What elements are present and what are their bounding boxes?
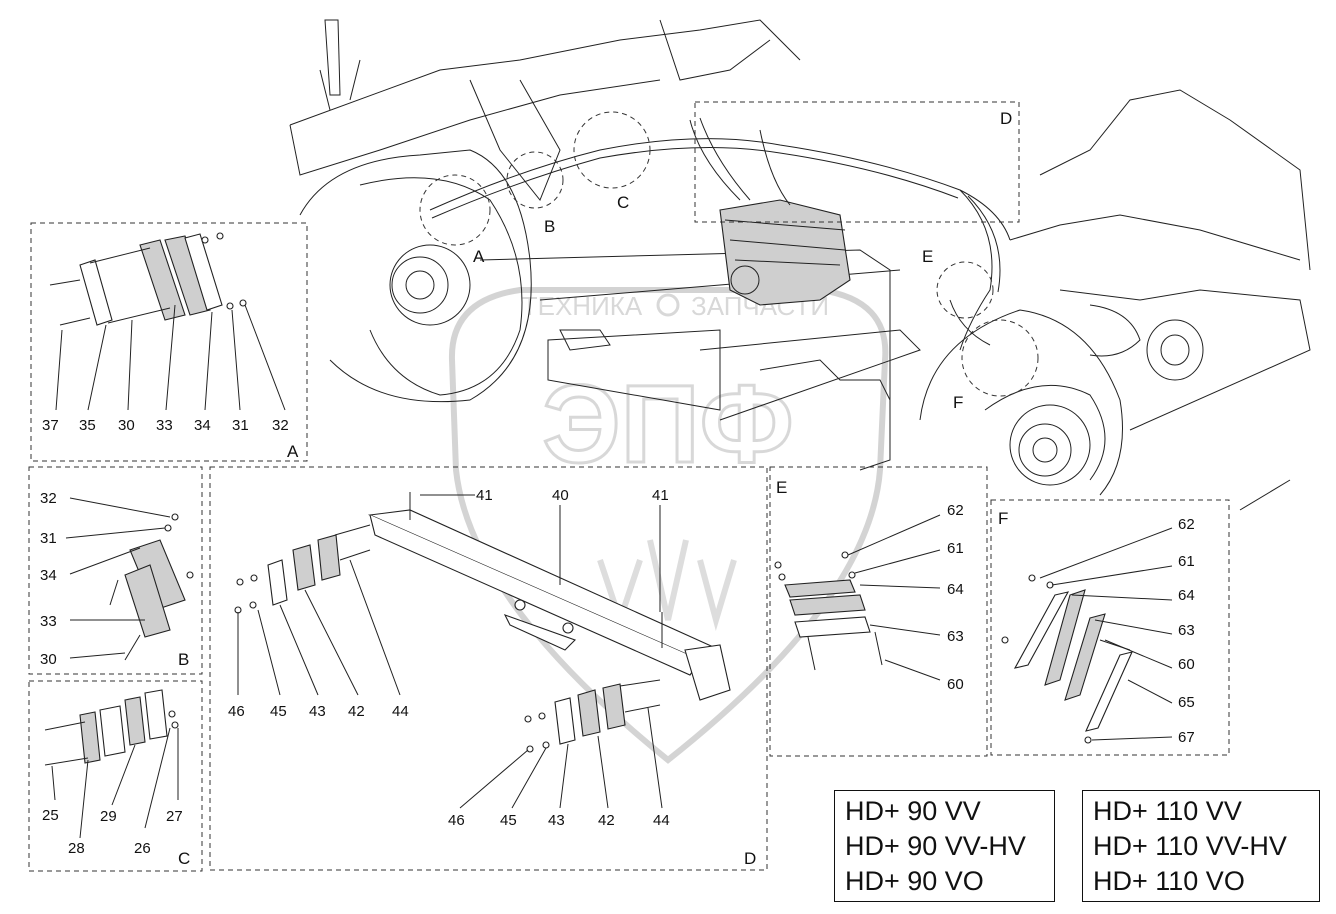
watermark-logo: ЭПФ — [542, 363, 793, 486]
panel-D-label-8: 46 — [448, 812, 465, 829]
model-list-90: HD+ 90 VV HD+ 90 VV-HV HD+ 90 VO — [834, 790, 1055, 902]
panel-E-label-1: 61 — [947, 540, 964, 557]
panel-B-label-0: 32 — [40, 490, 57, 507]
panel-D-label-9: 45 — [500, 812, 517, 829]
model-90-vv: HD+ 90 VV — [845, 796, 981, 826]
marker-F: F — [953, 393, 963, 412]
panel-F-label-1: 61 — [1178, 553, 1195, 570]
model-110-vv-hv: HD+ 110 VV-HV — [1093, 831, 1287, 861]
marker-A: A — [473, 247, 485, 266]
panel-F-label-2: 64 — [1178, 587, 1195, 604]
panel-A: 37 35 30 33 34 31 32 A — [30, 222, 308, 462]
panel-A-label-4: 34 — [194, 417, 211, 434]
panel-D-label-3: 46 — [228, 703, 245, 720]
panel-A-label-2: 30 — [118, 417, 135, 434]
panel-D: 41 40 41 46 45 43 42 44 46 45 43 42 44 D — [209, 466, 768, 871]
panel-F: 62 61 64 63 60 65 67 F — [990, 499, 1230, 756]
panel-D-label-10: 43 — [548, 812, 565, 829]
panel-E-letter: E — [776, 478, 787, 497]
panel-E: 62 61 64 63 60 E — [769, 466, 988, 757]
panel-F-label-6: 67 — [1178, 729, 1195, 746]
panel-D-label-11: 42 — [598, 812, 615, 829]
watermark-text-left: ТЕХНИКА — [522, 291, 643, 321]
marker-C: C — [617, 193, 629, 212]
panel-F-parts — [1001, 574, 1133, 744]
panel-A-label-0: 37 — [42, 417, 59, 434]
panel-E-label-2: 64 — [947, 581, 964, 598]
panel-D-label-0: 41 — [476, 487, 493, 504]
machine-overview: A B C D E F — [289, 19, 1311, 511]
panel-D-parts — [234, 492, 731, 753]
panel-C-parts — [44, 689, 179, 766]
panel-D-label-6: 42 — [348, 703, 365, 720]
panel-D-label-12: 44 — [653, 812, 670, 829]
panel-A-label-5: 31 — [232, 417, 249, 434]
panel-D-label-5: 43 — [309, 703, 326, 720]
panel-B-label-4: 30 — [40, 651, 57, 668]
panel-A-label-1: 35 — [79, 417, 96, 434]
panel-C-letter: C — [178, 849, 190, 868]
model-110-vv: HD+ 110 VV — [1093, 796, 1242, 826]
panel-A-label-6: 32 — [272, 417, 289, 434]
panel-B-label-1: 31 — [40, 530, 57, 547]
panel-E-label-0: 62 — [947, 502, 964, 519]
marker-D: D — [1000, 109, 1012, 128]
model-90-vv-hv: HD+ 90 VV-HV — [845, 831, 1026, 861]
panel-F-label-0: 62 — [1178, 516, 1195, 533]
panel-D-label-1: 40 — [552, 487, 569, 504]
model-list-110: HD+ 110 VV HD+ 110 VV-HV HD+ 110 VO — [1082, 790, 1320, 902]
panel-B-letter: B — [178, 650, 189, 669]
panel-C-label-3: 26 — [134, 840, 151, 857]
panel-B-parts — [109, 513, 194, 661]
panel-A-label-3: 33 — [156, 417, 173, 434]
panel-E-parts — [774, 551, 883, 671]
panel-D-letter: D — [744, 849, 756, 868]
panel-F-letter: F — [998, 509, 1008, 528]
panel-F-label-3: 63 — [1178, 622, 1195, 639]
panel-C: 25 28 29 26 27 C — [28, 680, 203, 872]
panel-D-label-4: 45 — [270, 703, 287, 720]
panel-B-label-2: 34 — [40, 567, 57, 584]
panel-B: 32 31 34 33 30 B — [28, 466, 203, 675]
panel-F-label-4: 60 — [1178, 656, 1195, 673]
model-110-vo: HD+ 110 VO — [1093, 866, 1245, 896]
marker-E: E — [922, 247, 933, 266]
panel-C-label-2: 29 — [100, 808, 117, 825]
panel-A-parts — [49, 232, 247, 326]
panel-E-label-3: 63 — [947, 628, 964, 645]
panel-C-label-1: 28 — [68, 840, 85, 857]
marker-B: B — [544, 217, 555, 236]
panel-C-label-4: 27 — [166, 808, 183, 825]
panel-C-label-0: 25 — [42, 807, 59, 824]
panel-F-label-5: 65 — [1178, 694, 1195, 711]
panel-D-label-2: 41 — [652, 487, 669, 504]
model-90-vo: HD+ 90 VO — [845, 866, 984, 896]
panel-D-label-7: 44 — [392, 703, 409, 720]
panel-B-label-3: 33 — [40, 613, 57, 630]
panel-A-letter: A — [287, 442, 299, 461]
panel-E-label-4: 60 — [947, 676, 964, 693]
